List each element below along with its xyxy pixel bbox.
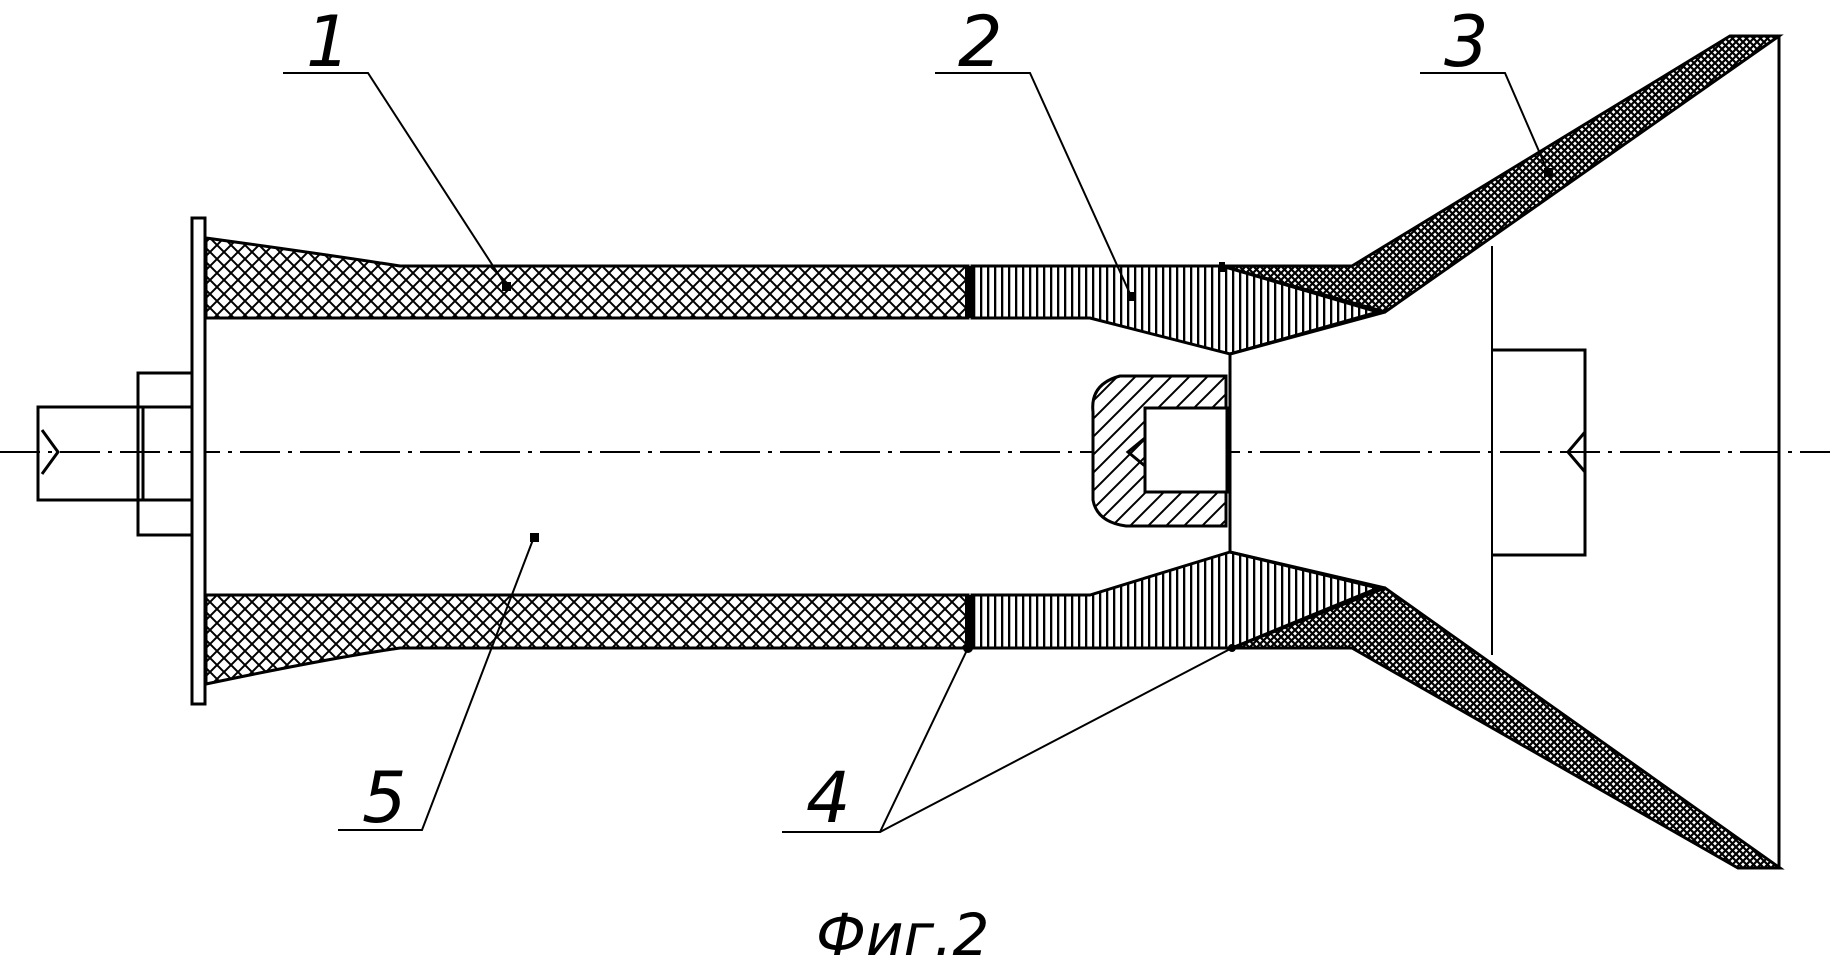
left-shaft-assembly [36,371,195,537]
callout-label-5: 5 [362,757,407,839]
callout-label-1: 1 [306,1,351,83]
part-3-lower-cone-wall [1231,586,1785,870]
part-3-upper-cone-wall [1221,34,1784,314]
right-shaft-block [1492,348,1587,557]
callout-label-4: 4 [806,757,851,839]
callout-label-3: 3 [1444,1,1489,83]
callout-label-2: 2 [958,1,1003,83]
part-1-upper-tube [204,236,970,320]
part-1-lower-tube [204,593,970,686]
joint-markers [963,262,1236,653]
cone-outline [1228,36,1781,868]
figure-caption: Фиг.2 [816,901,989,969]
inner-bushing [1091,374,1229,528]
callout-anchor-dots [502,168,1553,542]
flange-plate [190,216,207,706]
leader-lines [283,72,1549,833]
